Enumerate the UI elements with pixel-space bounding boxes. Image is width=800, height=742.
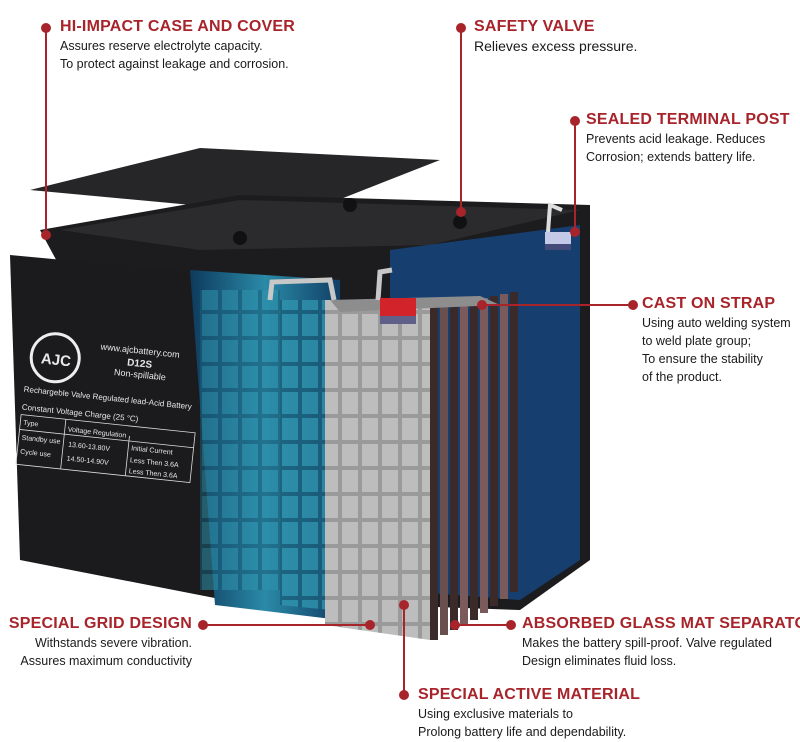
battery-shape (380, 316, 416, 324)
battery-shape (124, 435, 130, 476)
callout-title: ABSORBED GLASS MAT SEPARATOR (522, 615, 800, 632)
callout-text: To ensure the stability (642, 352, 763, 366)
label-text: 13.60-13.80V (68, 442, 111, 453)
battery-shape (280, 300, 330, 610)
battery-shape (41, 23, 51, 33)
callout-safety-valve: SAFETY VALVE Relieves excess pressure. (474, 18, 637, 54)
battery-shape (200, 290, 280, 590)
battery-shape (506, 620, 516, 630)
battery-shape (450, 300, 458, 630)
battery-shape (41, 230, 51, 240)
callout-title: CAST ON STRAP (642, 295, 776, 312)
battery-shape (546, 202, 563, 233)
callout-title: SAFETY VALVE (474, 18, 595, 35)
battery-shape (343, 198, 357, 212)
label-text: Initial Current (131, 445, 173, 456)
battery-shape (450, 620, 460, 630)
battery-shape (460, 300, 468, 625)
battery-shape (380, 298, 416, 316)
battery-shape (19, 429, 194, 449)
battery-shape (430, 300, 438, 640)
battery-shape (198, 620, 208, 630)
battery-shape (470, 300, 478, 620)
callout-text: Relieves excess pressure. (474, 38, 638, 54)
battery-shape (375, 267, 393, 301)
callout-text: To protect against leakage and corrosion… (60, 57, 289, 71)
battery-shape (456, 207, 466, 217)
label-text: Type (23, 420, 39, 429)
safety-valve (453, 215, 467, 229)
callout-text: Using auto welding system (642, 316, 791, 330)
callout-text: Prolong battery life and dependability. (418, 725, 627, 739)
battery-shape (510, 292, 518, 592)
callout-text: Prevents acid leakage. Reduces (586, 132, 766, 146)
battery-shape (570, 227, 580, 237)
leader-lines (41, 23, 638, 700)
label-model: D12S (127, 357, 153, 371)
logo-text: AJC (40, 350, 72, 370)
callout-title: SPECIAL GRID DESIGN (8, 615, 192, 632)
battery-shape (477, 300, 487, 310)
battery-shape (480, 298, 488, 613)
terminal-front (380, 298, 416, 324)
callout-title: SEALED TERMINAL POST (586, 111, 790, 128)
battery-shape (490, 296, 498, 606)
separator-plates (430, 292, 518, 640)
callout-agm-separator: ABSORBED GLASS MAT SEPARATOR Makes the b… (522, 615, 800, 669)
battery-shape (365, 620, 375, 630)
callout-text: Corrosion; extends battery life. (586, 150, 756, 164)
label-text: Standby use (21, 435, 61, 446)
label-text: 14.50-14.90V (66, 456, 109, 467)
battery-shape (545, 232, 571, 244)
battery-shape (628, 300, 638, 310)
battery-shape (399, 690, 409, 700)
battery-shape (15, 414, 196, 483)
grid-plate (325, 300, 430, 640)
battery-shape (60, 419, 67, 470)
battery-shape (545, 244, 571, 250)
battery-shape (267, 277, 337, 301)
label-text: Cycle use (20, 449, 51, 459)
case-front (10, 255, 225, 600)
callout-text: Design eliminates fluid loss. (522, 654, 677, 668)
callout-text: Using exclusive materials to (418, 707, 573, 721)
battery-shape (29, 332, 81, 384)
callout-active-material: SPECIAL ACTIVE MATERIAL Using exclusive … (418, 686, 640, 740)
callout-text: to weld plate group; (642, 334, 752, 348)
battery-shape (440, 300, 448, 635)
callout-cast-strap: CAST ON STRAP Using auto welding system … (642, 295, 791, 385)
battery-shape (60, 200, 580, 250)
callout-title: HI-IMPACT CASE AND COVER (60, 18, 296, 35)
callout-terminal-post: SEALED TERMINAL POST Prevents acid leaka… (586, 111, 790, 165)
callout-text: of the product. (642, 370, 722, 384)
callout-text: Assures reserve electrolyte capacity. (60, 39, 263, 53)
battery-shape (570, 116, 580, 126)
callout-text: Withstands severe vibration. (34, 636, 192, 650)
callout-text: Makes the battery spill-proof. Valve reg… (522, 636, 772, 650)
callout-text: Assures maximum conductivity (20, 654, 192, 668)
terminal-rear (545, 202, 571, 250)
callout-grid-design: SPECIAL GRID DESIGN Withstands severe vi… (9, 615, 192, 669)
callout-case-cover: HI-IMPACT CASE AND COVER Assures reserve… (60, 18, 295, 72)
battery-shape (399, 600, 409, 610)
battery-shape (500, 294, 508, 599)
battery-shape (456, 23, 466, 33)
battery-shape (233, 231, 247, 245)
callout-title: SPECIAL ACTIVE MATERIAL (418, 686, 641, 703)
